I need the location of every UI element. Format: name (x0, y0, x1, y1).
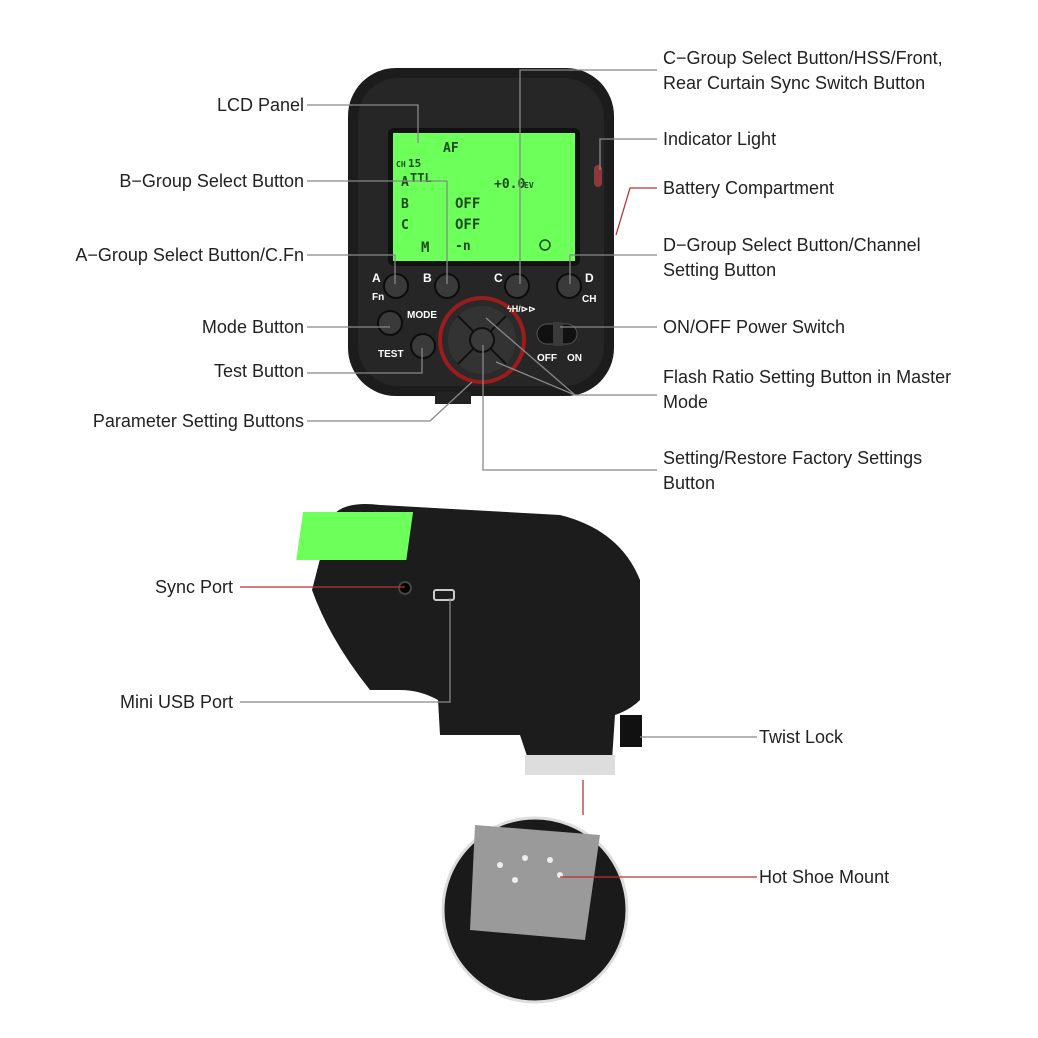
svg-text:15: 15 (408, 157, 421, 170)
svg-text:B: B (401, 197, 409, 212)
c-button (504, 273, 530, 299)
d-button (556, 273, 582, 299)
set-button (469, 327, 495, 353)
label-b-group: B−Group Select Button (119, 171, 304, 191)
svg-text:ON: ON (567, 353, 582, 364)
svg-text:C: C (401, 218, 409, 233)
svg-text:OFF: OFF (537, 353, 557, 364)
svg-text:M: M (421, 240, 429, 256)
test-button (410, 333, 436, 359)
svg-text:-n: -n (455, 239, 471, 254)
label-twist-lock: Twist Lock (759, 727, 844, 747)
svg-text:C: C (494, 271, 503, 285)
leader-lines (240, 69, 757, 878)
label-line: Mode (663, 392, 709, 412)
label-sync-port: Sync Port (154, 577, 233, 597)
label-line: Setting Button (663, 260, 777, 280)
label-mini-usb: Mini USB Port (119, 692, 233, 712)
mode-button (377, 310, 403, 336)
svg-text:B: B (423, 271, 432, 285)
svg-text:A: A (372, 271, 381, 285)
svg-text:Fn: Fn (372, 292, 384, 303)
label-line: C−Group Select Button/HSS/Front, (663, 48, 943, 68)
label-line: Setting/Restore Factory Settings (663, 448, 923, 468)
label-lcd-panel: LCD Panel (216, 95, 304, 115)
label-mode-button: Mode Button (201, 317, 304, 337)
label-power-switch: ON/OFF Power Switch (663, 317, 846, 337)
label-indicator-light: Indicator Light (663, 129, 777, 149)
mini-usb-port (433, 589, 455, 601)
label-hot-shoe: Hot Shoe Mount (759, 867, 890, 887)
svg-text:OFF: OFF (455, 217, 480, 233)
svg-text:ϟH/⊳⊳: ϟH/⊳⊳ (507, 304, 536, 314)
label-line: Rear Curtain Sync Switch Button (663, 73, 926, 93)
transmitter-front: AF CH 15 A TTL +0.0 EV B OFF C OFF M -n … (348, 68, 614, 404)
svg-text:D: D (585, 271, 594, 285)
bulb-icon (539, 239, 551, 251)
svg-text:EV: EV (524, 181, 534, 190)
svg-text:CH: CH (582, 294, 596, 305)
label-line: Button (663, 473, 716, 493)
svg-text:CH: CH (396, 160, 406, 169)
indicator-light (594, 165, 602, 187)
a-button (383, 273, 409, 299)
label-parameter-buttons: Parameter Setting Buttons (92, 411, 304, 431)
label-line: Flash Ratio Setting Button in Master (663, 367, 952, 387)
label-battery: Battery Compartment (663, 178, 835, 198)
svg-text:A: A (401, 175, 409, 190)
svg-text:TTL: TTL (410, 171, 432, 185)
svg-text:OFF: OFF (455, 196, 480, 212)
transmitter-side (296, 504, 642, 1004)
svg-text:TEST: TEST (378, 349, 404, 360)
label-c-group: C−Group Select Button/HSS/Front, Rear Cur… (663, 46, 943, 96)
sync-port (398, 581, 412, 595)
label-a-group: A−Group Select Button/C.Fn (75, 245, 304, 265)
label-line: D−Group Select Button/Channel (663, 235, 921, 255)
svg-text:+0.0: +0.0 (494, 177, 525, 192)
svg-text:MODE: MODE (407, 310, 437, 321)
lcd-af: AF (443, 141, 459, 156)
label-test-button: Test Button (213, 361, 304, 381)
twist-lock (620, 715, 642, 747)
